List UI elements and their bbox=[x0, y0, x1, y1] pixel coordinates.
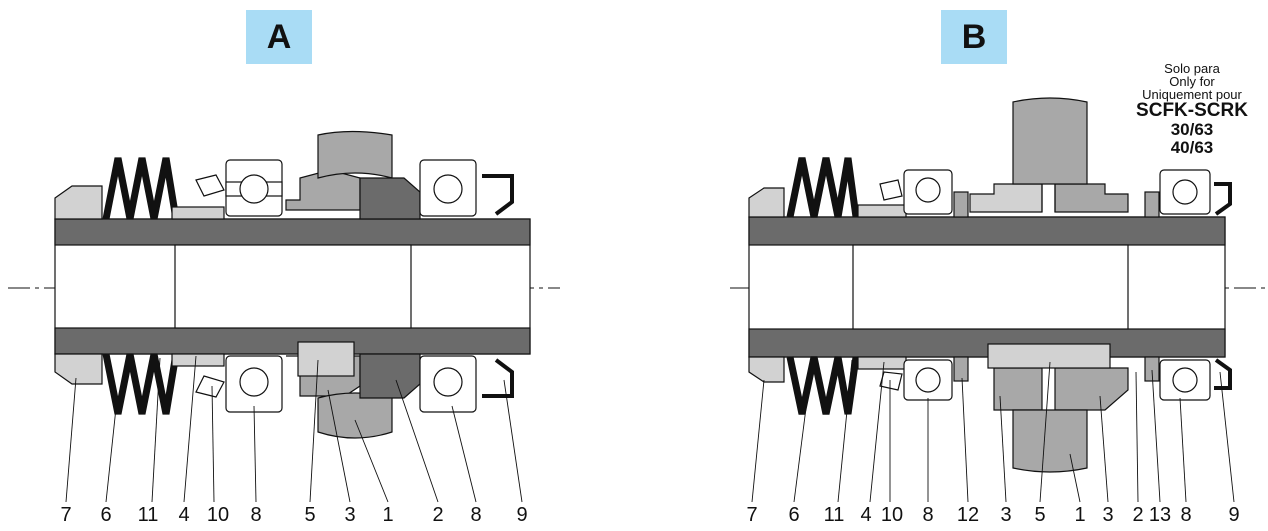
worm-a bbox=[317, 130, 393, 179]
note-line-1: Solo para bbox=[1164, 61, 1220, 76]
collar-a bbox=[54, 185, 103, 220]
callout-a-1: 7 bbox=[60, 504, 72, 526]
callout-b-9: 5 bbox=[1034, 504, 1046, 526]
bearing-a-right bbox=[419, 159, 477, 413]
sleeve-a bbox=[171, 206, 225, 220]
endseal-a bbox=[482, 174, 514, 216]
panel-label-a: A bbox=[246, 10, 312, 64]
callout-b-6: 8 bbox=[922, 504, 934, 526]
note-line-2: Only for bbox=[1169, 74, 1215, 89]
hub-a bbox=[359, 177, 421, 220]
bearing-a-left bbox=[225, 159, 283, 413]
gear-a bbox=[285, 169, 361, 211]
callout-b-8: 3 bbox=[1000, 504, 1012, 526]
worm-b bbox=[1012, 97, 1088, 185]
callout-a-6: 8 bbox=[250, 504, 262, 526]
note-model: SCFK-SCRK bbox=[1136, 100, 1248, 121]
assembly-a bbox=[8, 130, 560, 503]
callout-b-7: 12 bbox=[956, 504, 980, 526]
leaders-b bbox=[751, 359, 1235, 503]
callout-a-2: 6 bbox=[100, 504, 112, 526]
seal-b bbox=[879, 179, 903, 201]
assembly-b bbox=[730, 97, 1265, 503]
callout-a-10: 2 bbox=[432, 504, 444, 526]
callout-b-2: 6 bbox=[788, 504, 800, 526]
bearing-b-right bbox=[1159, 169, 1211, 401]
note-line-3: Uniquement pour bbox=[1142, 87, 1242, 102]
callout-b-11: 3 bbox=[1102, 504, 1114, 526]
note-size-2: 40/63 bbox=[1170, 138, 1214, 157]
callout-a-12: 9 bbox=[516, 504, 528, 526]
gear-b-left bbox=[969, 183, 1043, 213]
seal-a bbox=[195, 174, 225, 197]
panel-label-b: B bbox=[941, 10, 1007, 64]
key-a bbox=[297, 341, 355, 377]
key-b bbox=[987, 343, 1111, 369]
endseal-b bbox=[1214, 182, 1232, 216]
leaders-a bbox=[65, 355, 523, 503]
model-note: Solo para Only for Uniquement pour SCFK-… bbox=[1120, 62, 1264, 157]
spring-b bbox=[786, 157, 860, 218]
spring-a bbox=[102, 157, 180, 220]
spacer-b-right bbox=[1144, 191, 1160, 218]
collar-b bbox=[748, 187, 785, 218]
sleeve-b bbox=[857, 204, 907, 218]
callout-a-5: 10 bbox=[206, 504, 230, 526]
callout-b-14: 8 bbox=[1180, 504, 1192, 526]
callout-a-9: 1 bbox=[382, 504, 394, 526]
callout-b-12: 2 bbox=[1132, 504, 1144, 526]
callout-a-8: 3 bbox=[344, 504, 356, 526]
spacer-b bbox=[953, 191, 969, 218]
callout-b-1: 7 bbox=[746, 504, 758, 526]
callout-b-10: 1 bbox=[1074, 504, 1086, 526]
callout-b-15: 9 bbox=[1228, 504, 1240, 526]
callout-b-13: 13 bbox=[1148, 504, 1172, 526]
bearing-b-left bbox=[903, 169, 953, 401]
callout-a-7: 5 bbox=[304, 504, 316, 526]
callout-a-3: 11 bbox=[137, 504, 159, 526]
callout-b-3: 11 bbox=[823, 504, 845, 526]
callout-b-4: 4 bbox=[860, 504, 872, 526]
callout-b-5: 10 bbox=[880, 504, 904, 526]
note-size-1: 30/63 bbox=[1170, 120, 1214, 139]
callout-a-4: 4 bbox=[178, 504, 190, 526]
callout-a-11: 8 bbox=[470, 504, 482, 526]
